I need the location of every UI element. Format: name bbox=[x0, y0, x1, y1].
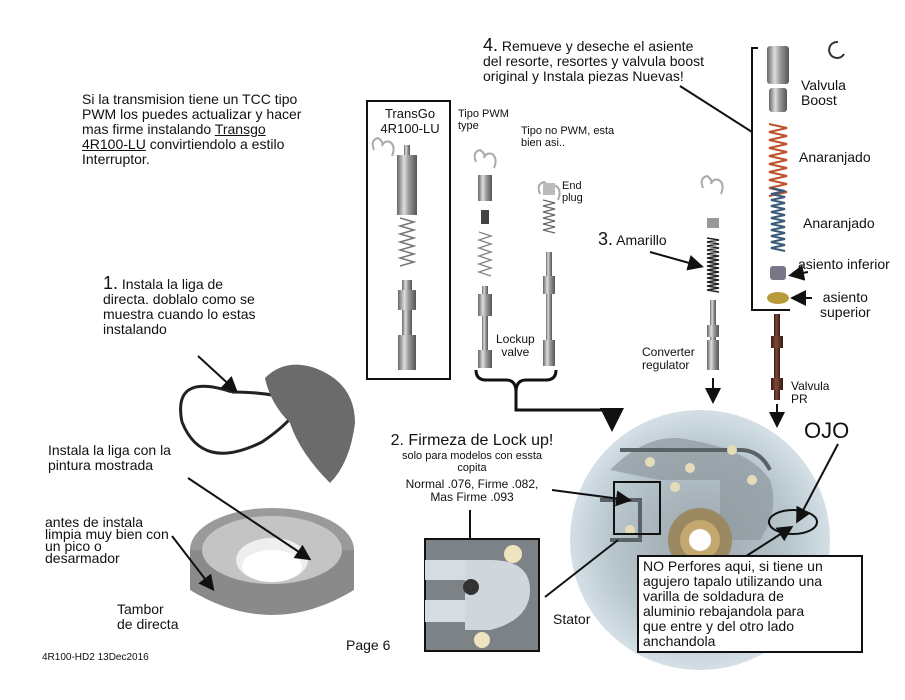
step2-text: 2. Firmeza de Lock up! solo para modelos… bbox=[390, 432, 554, 504]
boost-valve bbox=[769, 88, 787, 112]
arrow-amarillo bbox=[649, 251, 704, 271]
spring1-label: Anaranjado bbox=[799, 149, 871, 165]
lockup-valve bbox=[546, 252, 552, 362]
step4-text: 4. Remueve y deseche el asiente del reso… bbox=[483, 35, 704, 84]
copita-highlight bbox=[613, 481, 661, 535]
end-plug bbox=[543, 183, 555, 195]
asiento-superior bbox=[767, 292, 789, 304]
pr-valve bbox=[774, 314, 780, 400]
retaining-clip-icon bbox=[371, 136, 395, 157]
doc-id: 4R100-HD2 13Dec2016 bbox=[42, 652, 149, 663]
boost-box-frame bbox=[751, 47, 790, 311]
boost-sleeve bbox=[767, 46, 789, 84]
c-clip-icon bbox=[828, 40, 845, 59]
orange-spring-1 bbox=[768, 123, 788, 197]
asiento-inferior bbox=[770, 266, 786, 280]
step1-text: 1. Instala la liga de directa. doblalo c… bbox=[103, 273, 256, 337]
arrow-to-pump bbox=[514, 392, 624, 432]
yellow-spring bbox=[706, 237, 720, 293]
retaining-clip-icon bbox=[473, 148, 497, 169]
page-number: Page 6 bbox=[346, 637, 391, 653]
intro-text: Si la transmision tiene un TCC tipo PWM … bbox=[82, 91, 302, 167]
asiento-inferior-label: asiento inferior bbox=[798, 256, 890, 272]
pwm-valve-top bbox=[478, 175, 492, 201]
transgo-box-frame bbox=[366, 100, 451, 380]
retaining-clip-icon bbox=[700, 174, 724, 195]
orange-spring-2 bbox=[770, 187, 786, 252]
ojo-label: OJO bbox=[804, 418, 850, 443]
bracket bbox=[474, 369, 558, 393]
hand-photo bbox=[265, 364, 355, 483]
stator-label: Stator bbox=[553, 611, 591, 627]
transgo-spring bbox=[397, 217, 417, 267]
spring2-label: Anaranjado bbox=[803, 215, 875, 231]
transgo-valve bbox=[397, 155, 417, 215]
step3-label: 3. Amarillo bbox=[598, 229, 667, 249]
ojo-pointer bbox=[796, 443, 839, 524]
step4-pointer bbox=[679, 85, 753, 133]
4r100-lu-link[interactable]: 4R100-LU bbox=[82, 136, 146, 152]
transgo-link[interactable]: Transgo bbox=[214, 121, 266, 137]
